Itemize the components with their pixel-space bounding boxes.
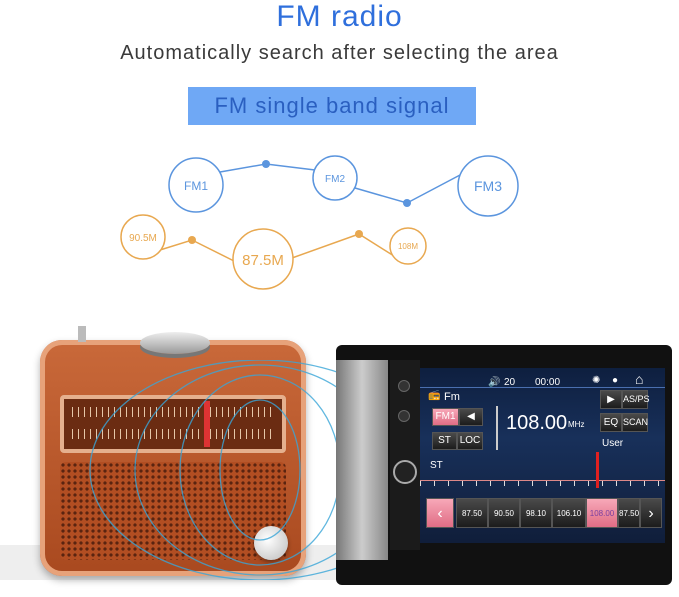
freq-dot <box>188 236 196 244</box>
band-button[interactable]: FM1 <box>432 408 459 426</box>
freq-connector <box>291 233 395 259</box>
fm-dot <box>262 160 270 168</box>
stereo-control-strip <box>390 360 420 550</box>
band-label: FM single band signal <box>188 87 476 125</box>
home-icon[interactable]: ⌂ <box>635 371 644 387</box>
stereo-chassis <box>336 360 388 560</box>
freq-label: 90.5M <box>129 233 157 244</box>
volume-knob[interactable] <box>393 460 417 484</box>
preset-1[interactable]: 87.50 <box>456 498 488 528</box>
preset-4[interactable]: 106.10 <box>552 498 586 528</box>
scan-button[interactable]: SCAN <box>622 413 648 432</box>
vintage-radio-image <box>40 326 306 576</box>
tuning-knob-top <box>140 332 210 354</box>
freq-circle-87-5 <box>232 228 294 290</box>
clock: 00:00 <box>535 377 561 388</box>
freq-connector <box>159 239 237 263</box>
stereo-screen: 📻 Fm 🔊 20 00:00 ✺ ● ⌂ FM1 ◀ ST LOC 108.0… <box>420 368 665 543</box>
preset-next-button[interactable]: › <box>640 498 662 528</box>
freq-circle-90-5 <box>120 214 166 260</box>
as-ps-button[interactable]: AS/PS <box>622 390 650 409</box>
stereo-indicator: ST <box>430 460 443 471</box>
fm1-circle <box>168 157 224 213</box>
preset-2[interactable]: 90.50 <box>488 498 520 528</box>
frequency-unit: MHz <box>568 420 585 429</box>
page-title: FM radio <box>276 0 403 33</box>
radio-icon: 📻 <box>428 390 441 401</box>
fm1-label: FM1 <box>184 179 208 193</box>
freq-label: 87.5M <box>242 252 284 269</box>
frequency-display: 108.00 <box>506 412 568 434</box>
fm2-label: FM2 <box>325 174 345 185</box>
freq-circle-108 <box>389 227 427 265</box>
fm-dot <box>403 199 411 207</box>
volume-icon: 🔊 <box>488 377 501 388</box>
band-diagram: FM1 FM2 FM3 90.5M 87.5M 108M <box>120 155 519 290</box>
speaker-grille <box>60 462 286 560</box>
fm3-label: FM3 <box>474 178 502 194</box>
preset-6[interactable]: 87.50 <box>618 498 640 528</box>
freq-dot <box>355 230 363 238</box>
tuning-needle[interactable] <box>596 452 599 488</box>
subtitle: Automatically search after selecting the… <box>120 42 559 64</box>
preset-5-active[interactable]: 108.00 <box>586 498 618 528</box>
fm-connector <box>354 174 461 204</box>
volume-level: 20 <box>504 377 516 388</box>
loc-button[interactable]: LOC <box>457 432 483 450</box>
preset-prev-button[interactable]: ‹ <box>426 498 454 528</box>
radio-dial <box>60 395 286 453</box>
tuning-scale[interactable] <box>420 480 665 486</box>
seek-forward-button[interactable]: ▶ <box>600 390 622 409</box>
source-label: Fm <box>444 391 460 403</box>
fm2-circle <box>312 155 358 201</box>
volume-knob <box>254 526 288 560</box>
mode-button[interactable] <box>398 410 410 422</box>
settings-icon[interactable]: ✺ <box>592 375 601 386</box>
bluetooth-icon[interactable]: ● <box>612 375 619 386</box>
eq-button[interactable]: EQ <box>600 413 622 432</box>
fm3-circle <box>457 155 519 217</box>
preset-3[interactable]: 98.10 <box>520 498 552 528</box>
antenna <box>78 326 86 342</box>
freq-label: 108M <box>398 242 418 251</box>
st-button[interactable]: ST <box>432 432 457 450</box>
seek-back-button[interactable]: ◀ <box>459 408 483 426</box>
eq-mode-label: User <box>602 438 624 449</box>
power-button[interactable] <box>398 380 410 392</box>
